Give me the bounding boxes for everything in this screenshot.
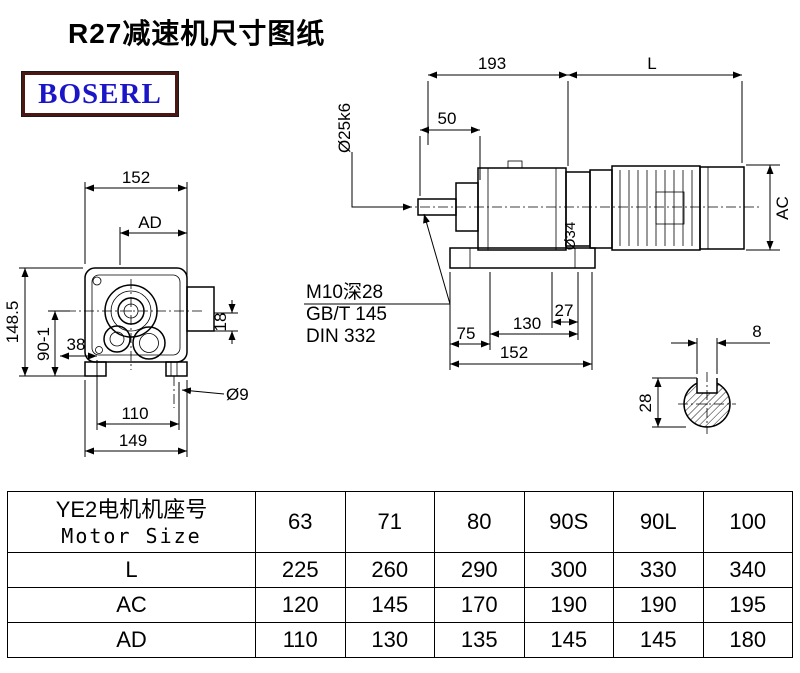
table-row-L: L 225 260 290 300 330 340 [7, 552, 793, 588]
size-90l-cell: 90L [613, 491, 704, 553]
note-gbt145: GB/T 145 [306, 304, 387, 325]
row-AC-value: 190 [613, 587, 704, 623]
row-AD-value: 110 [255, 622, 346, 658]
row-AD-value: 145 [523, 622, 614, 658]
shaft-detail [678, 372, 736, 434]
dim-front-ad: AD [138, 213, 162, 232]
motor-size-table: YE2电机机座号 Motor Size 63 71 80 90S 90L 100… [7, 491, 793, 658]
motor-size-header-cn: YE2电机机座号 [55, 497, 208, 523]
size-90s-cell: 90S [523, 491, 614, 553]
row-L-value: 260 [344, 552, 435, 588]
dim-front-90: 90-1 [34, 327, 53, 361]
row-AC-value: 170 [434, 587, 525, 623]
dim-front-148: 148.5 [3, 301, 22, 344]
table-header-row: YE2电机机座号 Motor Size 63 71 80 90S 90L 100 [7, 491, 793, 553]
dim-front-110: 110 [121, 404, 148, 423]
dim-shaft-diameter: Ø25k6 [335, 103, 354, 153]
size-63-cell: 63 [255, 491, 346, 553]
dim-front-149: 149 [119, 431, 147, 450]
row-AC-value: 120 [255, 587, 346, 623]
row-L-value: 300 [523, 552, 614, 588]
table-row-AD: AD 110 130 135 145 145 180 [7, 622, 793, 658]
brand-logo: BOSERL [21, 71, 179, 117]
table-row-AC: AC 120 145 170 190 190 195 [7, 587, 793, 623]
dim-key-28: 28 [636, 394, 655, 413]
row-AC-value: 195 [702, 587, 793, 623]
row-L-label: L [7, 552, 256, 588]
row-L-value: 330 [613, 552, 704, 588]
row-AD-value: 130 [344, 622, 435, 658]
dim-side-152: 152 [500, 343, 528, 362]
row-L-value: 225 [255, 552, 346, 588]
side-view-dimensions: 193 L 50 Ø25k6 AC Ø34 M10深28 GB/T 145 DI… [304, 54, 792, 370]
dim-front-152: 152 [122, 168, 150, 187]
dim-side-50: 50 [438, 109, 457, 128]
front-view-centerlines [66, 279, 202, 370]
row-AC-label: AC [7, 587, 256, 623]
row-AC-value: 190 [523, 587, 614, 623]
dim-key-8: 8 [752, 322, 761, 341]
row-AD-value: 145 [613, 622, 704, 658]
shaft-detail-dimensions: 8 28 [636, 322, 770, 428]
front-view-dimensions: 152 AD 148.5 90-1 18 38 [3, 168, 249, 457]
dim-side-193: 193 [478, 54, 506, 73]
dim-side-130: 130 [513, 314, 541, 333]
size-71-cell: 71 [344, 491, 435, 553]
dim-front-hole: Ø9 [226, 385, 249, 404]
brand-logo-text: BOSERL [38, 77, 162, 110]
row-AD-value: 180 [702, 622, 793, 658]
note-din332: DIN 332 [306, 326, 376, 347]
dim-side-L: L [647, 54, 656, 73]
motor-size-header-cell: YE2电机机座号 Motor Size [7, 491, 256, 553]
dim-side-ac: AC [773, 196, 792, 220]
dim-front-18: 18 [211, 313, 230, 332]
row-AC-value: 145 [344, 587, 435, 623]
side-view-outline [402, 160, 760, 269]
dim-front-38: 38 [67, 335, 86, 354]
front-view-outline [84, 267, 215, 408]
dim-side-75: 75 [457, 324, 476, 343]
row-L-value: 290 [434, 552, 525, 588]
dim-side-34: Ø34 [562, 222, 579, 250]
row-AD-value: 135 [434, 622, 525, 658]
dim-side-27: 27 [555, 301, 574, 320]
size-100-cell: 100 [702, 491, 793, 553]
size-80-cell: 80 [434, 491, 525, 553]
note-tapped-hole: M10深28 [306, 281, 383, 303]
row-L-value: 340 [702, 552, 793, 588]
motor-size-header-en: Motor Size [61, 523, 202, 548]
row-AD-label: AD [7, 622, 256, 658]
page-title: R27减速机尺寸图纸 [68, 18, 326, 49]
dimension-drawing: 152 AD 148.5 90-1 18 38 [3, 54, 792, 457]
